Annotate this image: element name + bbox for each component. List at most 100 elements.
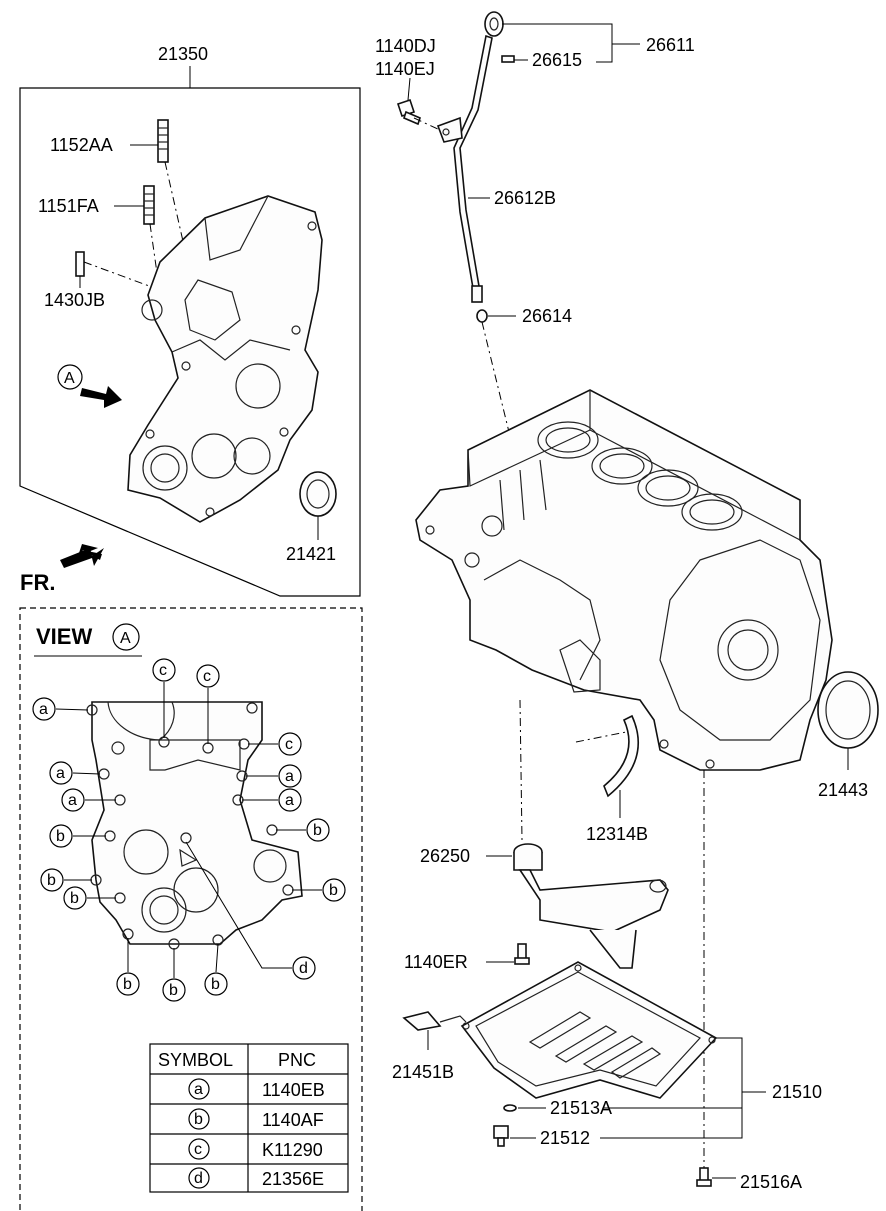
bubble-b[interactable]: b (204, 972, 228, 996)
bolt-1140er[interactable] (514, 943, 530, 965)
view-a-arrow: A (57, 364, 122, 408)
bubble-a[interactable]: a (49, 761, 73, 785)
bubble-a[interactable]: a (32, 697, 56, 721)
svg-text:c: c (285, 736, 293, 753)
label-21421[interactable]: 21421 (286, 544, 336, 564)
svg-text:a: a (285, 768, 294, 785)
label-26612b[interactable]: 26612B (494, 188, 556, 208)
svg-text:b: b (211, 976, 220, 993)
table-row-pnc[interactable]: 1140EB (262, 1080, 325, 1100)
view-title-marker: A (120, 630, 131, 647)
small-clip[interactable] (501, 55, 515, 63)
drain-plug[interactable] (493, 1125, 509, 1147)
svg-text:a: a (285, 792, 294, 809)
front-oil-seal[interactable] (299, 471, 337, 517)
table-row-symbol: c (194, 1141, 202, 1158)
svg-text:b: b (169, 982, 178, 999)
pin-1430jb[interactable] (75, 251, 85, 277)
bubble-d[interactable]: d (292, 956, 316, 980)
oil-strainer[interactable] (513, 843, 669, 969)
pan-bolt[interactable] (696, 1167, 712, 1187)
symbol-table: SYMBOL PNC a 1140EB b 1140AF c K11290 d … (149, 1043, 349, 1193)
bolt-1140dj[interactable] (396, 98, 421, 126)
svg-text:d: d (299, 960, 308, 977)
label-1140ej[interactable]: 1140EJ (375, 59, 435, 79)
label-21516a[interactable]: 21516A (740, 1172, 802, 1192)
label-1152aa[interactable]: 1152AA (50, 135, 113, 155)
label-26611[interactable]: 26611 (646, 35, 695, 55)
table-row-pnc[interactable]: K11290 (262, 1140, 323, 1160)
label-1430jb[interactable]: 1430JB (44, 290, 105, 310)
label-12314b[interactable]: 12314B (586, 824, 648, 844)
bubble-b[interactable]: b (306, 818, 330, 842)
svg-text:b: b (313, 822, 322, 839)
dipstick-bracket (436, 116, 463, 143)
dipstick-handle[interactable] (484, 11, 504, 37)
timing-cover[interactable] (127, 195, 323, 523)
svg-text:b: b (47, 872, 56, 889)
table-row-pnc[interactable]: 21356E (262, 1169, 324, 1189)
cylinder-block[interactable] (415, 389, 833, 771)
view-a-letter: A (64, 370, 75, 387)
label-21350[interactable]: 21350 (158, 44, 208, 64)
cover-front-view (86, 701, 303, 950)
svg-text:c: c (159, 662, 167, 679)
bubble-b[interactable]: b (162, 978, 186, 1002)
bubble-b[interactable]: b (63, 886, 87, 910)
oil-pan[interactable] (460, 961, 718, 1099)
bubble-c[interactable]: c (152, 658, 176, 682)
label-21510[interactable]: 21510 (772, 1082, 822, 1102)
label-21451b[interactable]: 21451B (392, 1062, 454, 1082)
bubble-b[interactable]: b (40, 868, 64, 892)
svg-text:b: b (329, 882, 338, 899)
o-ring-26614[interactable] (476, 309, 488, 323)
front-label: FR. (20, 570, 55, 595)
table-row-symbol: b (194, 1111, 203, 1128)
svg-text:b: b (56, 828, 65, 845)
timing-cover-group: 21350 1152AA 1151FA 1430JB (19, 44, 361, 597)
svg-text:b: b (123, 976, 132, 993)
svg-text:a: a (56, 765, 65, 782)
svg-text:a: a (39, 701, 48, 718)
view-title: VIEW (36, 624, 92, 649)
table-row-symbol: d (194, 1170, 203, 1187)
bubble-c[interactable]: c (278, 732, 302, 756)
symbol-bubbles: a c c c a a a a b b b b b b b b d (32, 658, 346, 1002)
oil-sensor[interactable] (402, 1011, 467, 1031)
table-row-symbol: a (194, 1081, 203, 1098)
bubble-b[interactable]: b (116, 972, 140, 996)
bubble-b[interactable]: b (49, 824, 73, 848)
bubble-a[interactable]: a (61, 788, 85, 812)
bubble-a[interactable]: a (278, 764, 302, 788)
view-a-panel: VIEW A (19, 607, 363, 1211)
dipstick-group: 1140DJ 1140EJ 26611 26615 26612B 26614 (375, 11, 695, 641)
svg-text:c: c (203, 668, 211, 685)
stud-1151fa[interactable] (143, 185, 155, 225)
bubble-a[interactable]: a (278, 788, 302, 812)
svg-text:a: a (68, 792, 77, 809)
bubble-leaders (55, 682, 322, 978)
label-21513a[interactable]: 21513A (550, 1098, 612, 1118)
stud-1152aa[interactable] (157, 119, 169, 163)
label-21512[interactable]: 21512 (540, 1128, 590, 1148)
bubble-c[interactable]: c (196, 664, 220, 688)
front-indicator: FR. (20, 544, 104, 595)
svg-text:b: b (70, 890, 79, 907)
label-21443[interactable]: 21443 (818, 780, 868, 800)
label-26614[interactable]: 26614 (522, 306, 572, 326)
gasket-21513a[interactable] (503, 1104, 517, 1112)
label-1140dj[interactable]: 1140DJ (375, 36, 436, 56)
dipstick-tube[interactable] (453, 34, 493, 303)
label-1151fa[interactable]: 1151FA (38, 196, 99, 216)
label-26250[interactable]: 26250 (420, 846, 470, 866)
rear-oil-seal[interactable] (817, 671, 879, 749)
label-26615[interactable]: 26615 (532, 50, 582, 70)
table-header-pnc: PNC (278, 1050, 316, 1070)
bubble-b[interactable]: b (322, 878, 346, 902)
thrust-bearing[interactable] (603, 714, 640, 798)
cover-callout-box (19, 87, 361, 597)
table-row-pnc[interactable]: 1140AF (262, 1110, 324, 1130)
label-1140er[interactable]: 1140ER (404, 952, 468, 972)
table-header-symbol: SYMBOL (158, 1050, 233, 1070)
